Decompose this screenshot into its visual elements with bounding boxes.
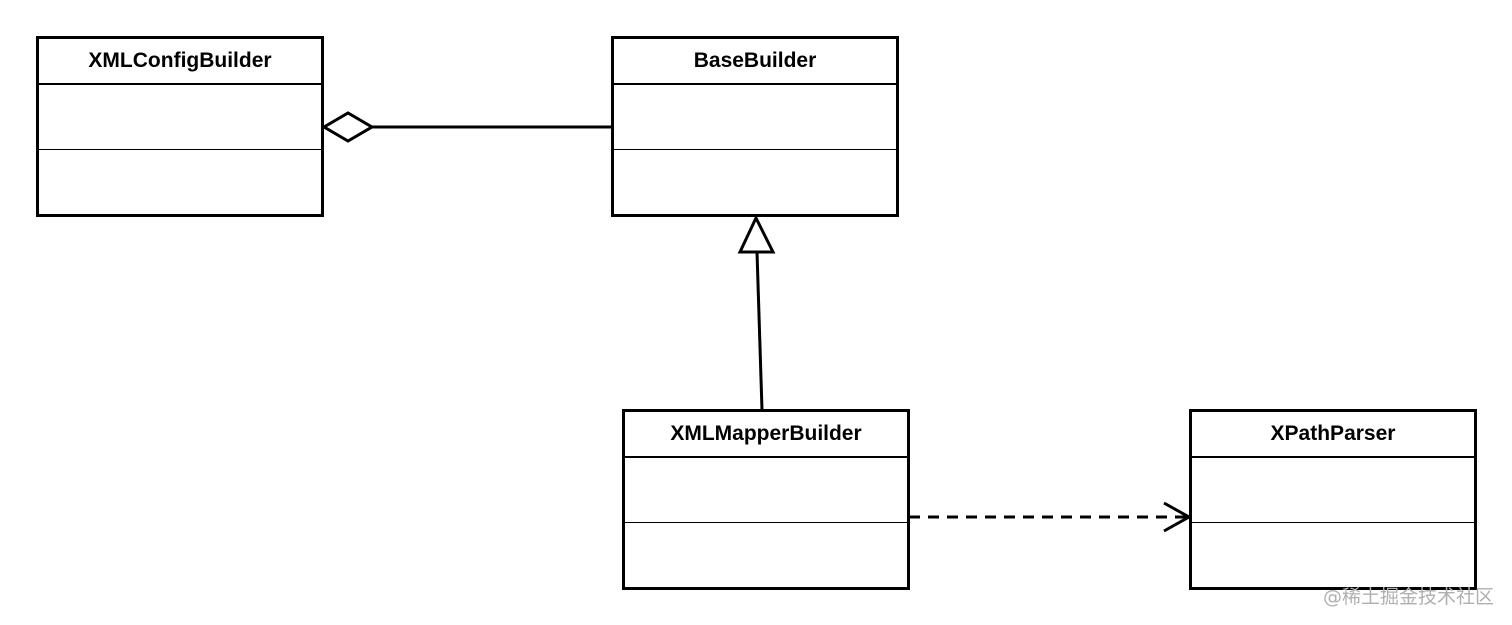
class-name: XMLMapperBuilder <box>625 412 907 458</box>
watermark: @稀土掘金技术社区 <box>1322 586 1494 608</box>
class-name: XPathParser <box>1192 412 1474 458</box>
class-methods-compartment <box>39 150 321 212</box>
class-attributes-compartment <box>614 85 896 150</box>
class-methods-compartment <box>614 150 896 212</box>
class-xmlconfigbuilder[interactable]: XMLConfigBuilder <box>36 36 324 217</box>
class-name: XMLConfigBuilder <box>39 39 321 85</box>
class-basebuilder[interactable]: BaseBuilder <box>611 36 899 217</box>
generalization-line <box>755 251 764 411</box>
class-xmlmapperbuilder[interactable]: XMLMapperBuilder <box>622 409 910 590</box>
class-name: BaseBuilder <box>614 39 896 85</box>
class-attributes-compartment <box>1192 458 1474 523</box>
class-attributes-compartment <box>39 85 321 150</box>
aggregation-diamond <box>321 111 375 143</box>
class-methods-compartment <box>1192 523 1474 585</box>
class-methods-compartment <box>625 523 907 585</box>
class-attributes-compartment <box>625 458 907 523</box>
generalization-triangle <box>737 214 776 254</box>
class-xpathparser[interactable]: XPathParser <box>1189 409 1477 590</box>
